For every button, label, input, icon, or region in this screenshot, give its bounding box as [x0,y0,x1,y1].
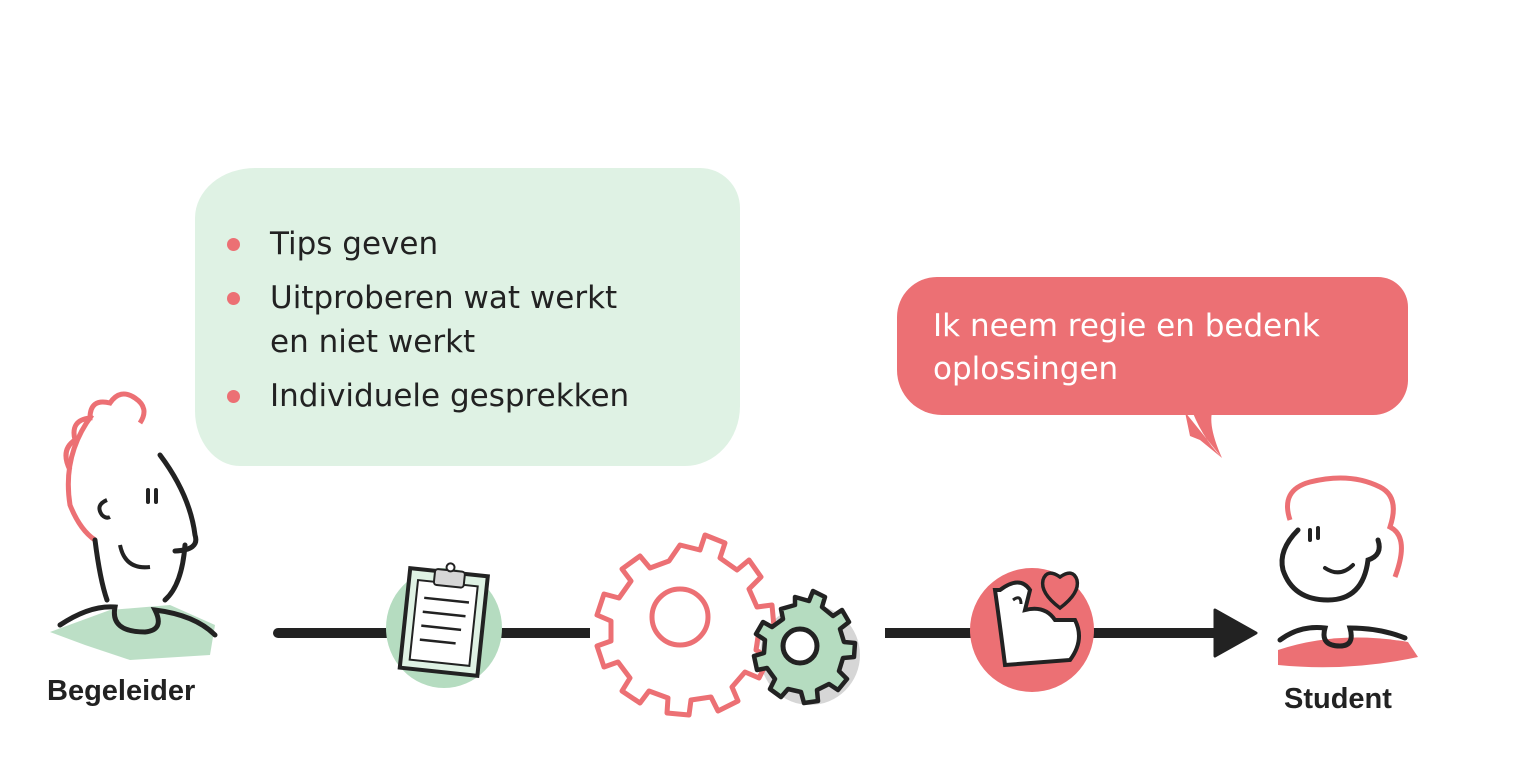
coach-speech-bubble [195,168,740,466]
coach-figure [50,391,218,660]
list-item: Tips geven [225,222,660,266]
coach-actions-list: Tips geven Uitproberen wat werkt en niet… [225,222,660,428]
student-speech-bubble [897,277,1408,415]
coach-label: Begeleider [47,675,196,707]
strong-arm-heart-icon [970,568,1094,692]
student-label: Student [1284,683,1392,715]
gears-icon [594,532,860,718]
speech-bubble-tail [1185,405,1222,458]
list-item: Individuele gesprekken [225,374,660,418]
clipboard-icon [386,562,502,688]
list-item: Uitproberen wat werkt en niet werkt [225,276,660,364]
arrow-right-icon [1213,608,1258,658]
student-figure [1277,475,1418,668]
student-speech-text: Ik neem regie en bedenk oplossingen [933,308,1320,387]
